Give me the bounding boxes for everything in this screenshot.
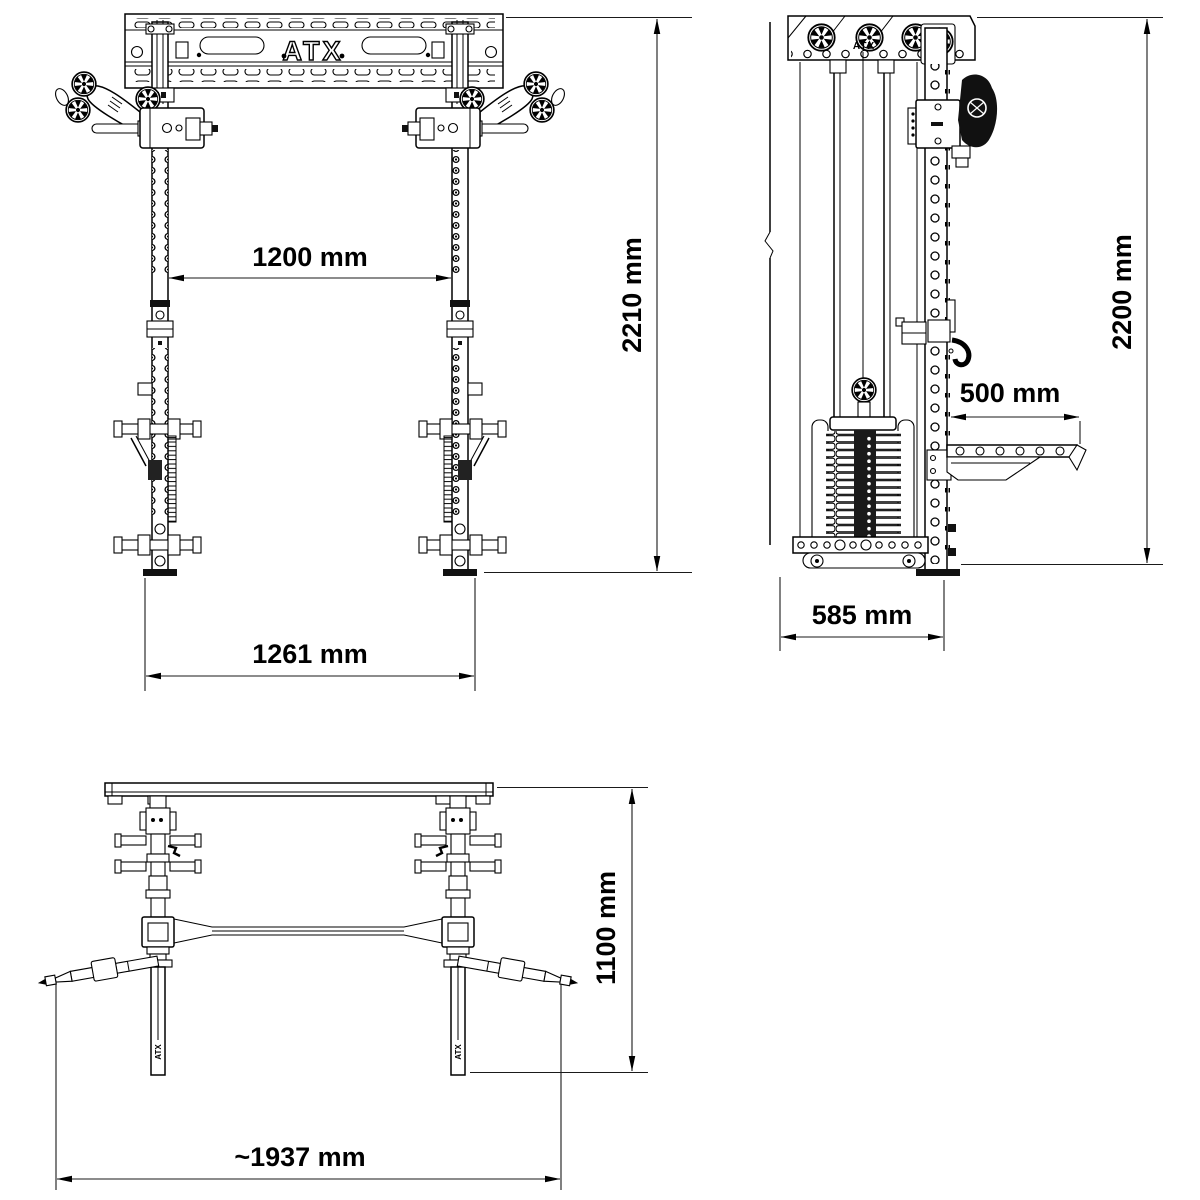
dim-front-height-label: 2210 mm — [617, 237, 647, 353]
j-hook-side — [927, 299, 972, 368]
dim-depth-label: 585 mm — [812, 600, 913, 630]
atx-mark-arm-right: ATX — [454, 1044, 463, 1060]
side-knob-left — [137, 382, 153, 396]
foot-plate-left — [143, 569, 177, 576]
upright-assembly-plan-left: ATX — [114, 795, 202, 1076]
top-pulley-icon — [807, 23, 836, 52]
atx-logo-side: ATX — [853, 41, 875, 52]
dimension-arm-length: 500 mm — [950, 378, 1081, 444]
dim-inner-width-label: 1200 mm — [252, 242, 368, 272]
side-view: ATX — [764, 15, 1087, 576]
atx-mark-arm-left: ATX — [154, 1044, 163, 1060]
foot-plate-right — [443, 569, 477, 576]
carabiner-icon — [551, 88, 565, 106]
spotter-arm — [926, 444, 1087, 481]
upright-assembly-plan-right: ATX — [414, 795, 502, 1076]
dimension-depth: 585 mm — [779, 577, 945, 651]
cable-pulley-icon — [529, 97, 555, 123]
top-view: ATX ATX — [37, 782, 579, 1076]
cable-pulley-icon — [71, 71, 97, 97]
dimension-side-height: 2200 mm — [961, 16, 1163, 566]
carabiner-icon — [55, 88, 69, 106]
dimension-inner-width: 1200 mm — [168, 242, 452, 282]
pulley-carriage-left — [55, 71, 218, 149]
cross-member — [173, 918, 443, 944]
stack-base — [792, 536, 929, 569]
dimension-overall-width: ~1937 mm — [55, 984, 562, 1190]
front-view: ATX — [55, 13, 565, 576]
cable-pulley-icon — [65, 97, 91, 123]
dim-top-depth-label: 1100 mm — [591, 871, 621, 985]
upright-joint-right — [446, 300, 474, 345]
logo-dot-right — [339, 53, 345, 59]
wall-plate-top — [104, 782, 494, 805]
weight-stack — [811, 377, 915, 547]
dim-side-height-label: 2200 mm — [1107, 234, 1137, 350]
pulley-arm-plan-right — [456, 955, 579, 987]
dim-foot-span-label: 1261 mm — [252, 639, 368, 669]
dimension-front-height: 2210 mm — [484, 16, 692, 574]
upright-joint-left — [146, 300, 174, 345]
dim-arm-length-label: 500 mm — [960, 378, 1061, 408]
logo-dot-left — [281, 53, 287, 59]
j-pin — [435, 844, 449, 858]
atx-logo-front: ATX — [283, 36, 344, 66]
column-stop — [895, 317, 927, 345]
stack-pulley-icon — [851, 377, 877, 403]
dimension-top-depth: 1100 mm — [470, 786, 648, 1074]
side-knob-right — [467, 382, 483, 396]
j-pin — [167, 844, 181, 858]
pulley-carriage-right — [402, 71, 565, 149]
wall-mount-rail: ATX — [124, 13, 504, 89]
wall-line — [764, 22, 774, 545]
weight-horns-left — [113, 418, 202, 567]
dimension-foot-span: 1261 mm — [144, 578, 476, 691]
column-carriage — [907, 74, 998, 168]
pulley-arm-plan-left — [37, 955, 160, 987]
pulley-mechanism — [958, 74, 998, 148]
cable-pulley-icon — [523, 71, 549, 97]
dim-overall-width-label: ~1937 mm — [234, 1142, 365, 1172]
weight-horns-right — [418, 418, 507, 567]
